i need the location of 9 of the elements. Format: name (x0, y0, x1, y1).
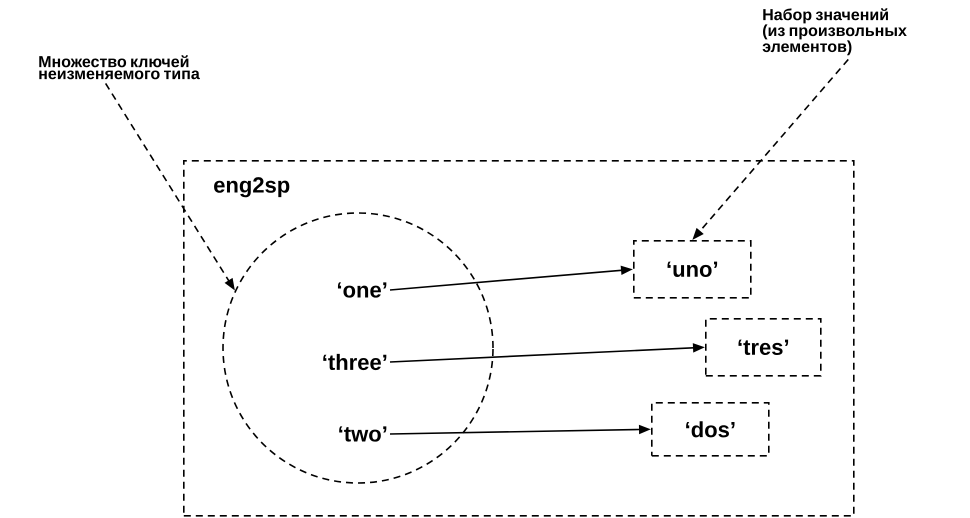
key-text: ‘one’ (338, 282, 386, 298)
annotation-text: Множество ключей неизменяемого типа (39, 55, 200, 80)
value-box: ‘tres’ (705, 318, 822, 377)
key-set-circle (222, 212, 494, 484)
annotation-text: Набор значений (из произвольных элементов) (762, 8, 907, 56)
value-box: ‘dos’ (651, 402, 770, 457)
value-box: ‘uno’ (633, 240, 752, 299)
key-text: ‘two’ (339, 426, 386, 442)
key-text: ‘three’ (323, 354, 386, 370)
